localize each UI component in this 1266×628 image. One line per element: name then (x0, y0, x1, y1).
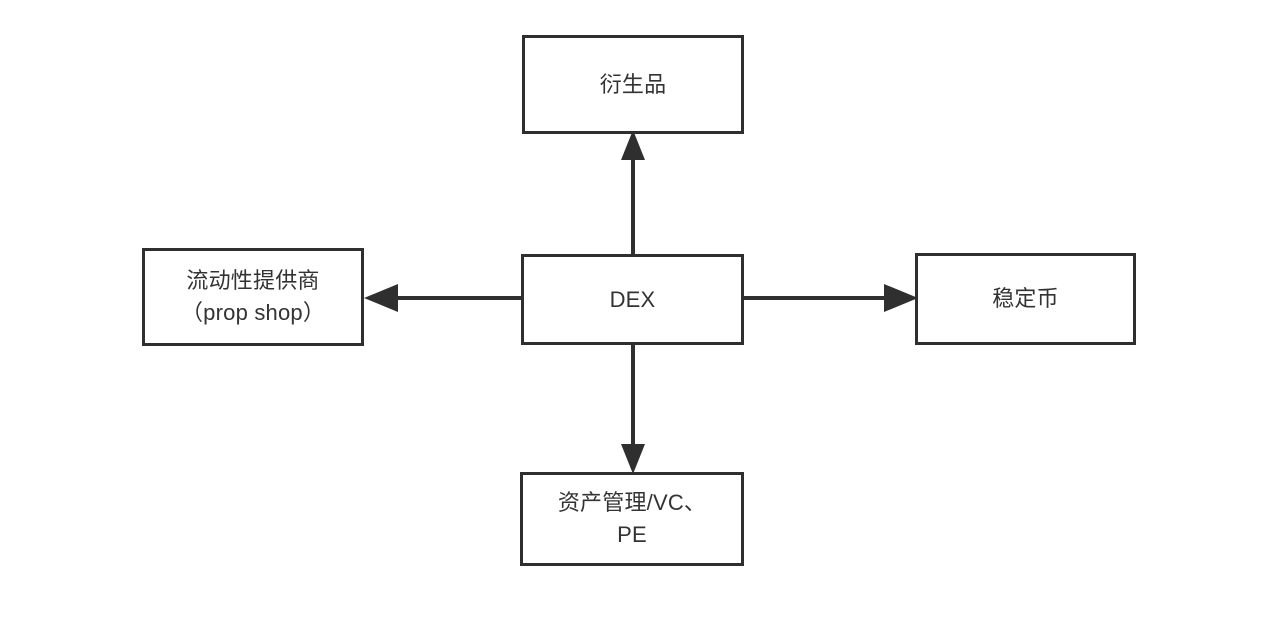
node-liquidity-provider[interactable]: 流动性提供商 （prop shop） (142, 248, 364, 346)
node-dex[interactable]: DEX (521, 254, 744, 345)
node-asset-management-label: 资产管理/VC、 PE (557, 490, 707, 547)
node-asset-management[interactable]: 资产管理/VC、 PE (520, 472, 744, 566)
edge-dex-to-asset-management (621, 340, 645, 474)
node-dex-label: DEX (609, 286, 656, 312)
node-stablecoin[interactable]: 稳定币 (915, 253, 1136, 345)
edge-dex-to-liquidity-provider (364, 284, 528, 312)
edge-dex-to-derivatives (621, 130, 645, 260)
node-derivatives-label: 衍生品 (599, 71, 667, 97)
edge-dex-to-stablecoin (738, 284, 918, 312)
node-stablecoin-label: 稳定币 (992, 286, 1059, 312)
node-liquidity-provider-label: 流动性提供商 （prop shop） (180, 268, 326, 325)
node-derivatives[interactable]: 衍生品 (522, 35, 744, 134)
